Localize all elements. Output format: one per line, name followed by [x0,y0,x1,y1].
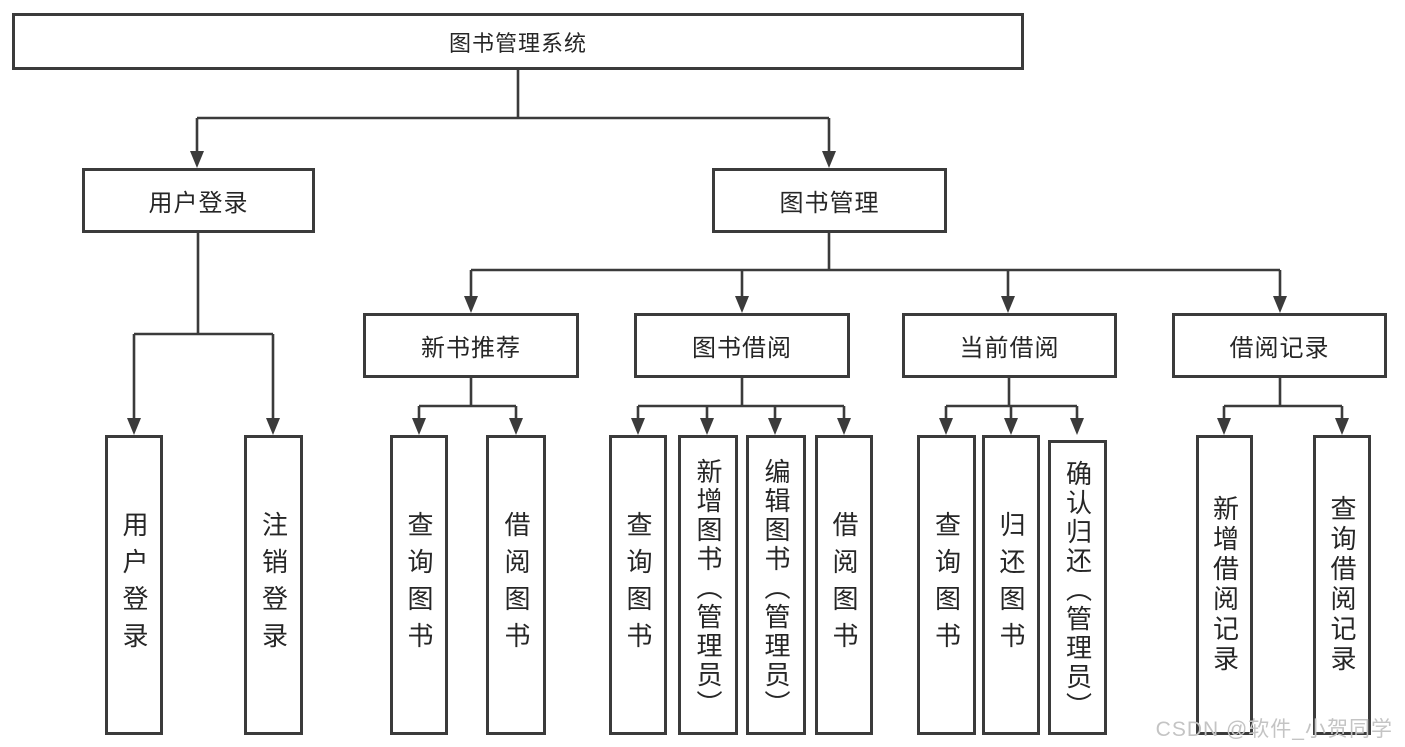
leaf-confirm-return-admin: 确认归还（管理员） [1048,440,1107,735]
leaf-edit-books-admin: 编辑图书（管理员） [746,435,806,735]
node-user-login: 用户登录 [82,168,315,233]
node-current-borrowing: 当前借阅 [902,313,1117,378]
leaf-add-books-admin: 新增图书（管理员） [678,435,738,735]
node-book-borrowing: 图书借阅 [634,313,850,378]
leaf-add-borrow-record: 新增借阅记录 [1196,435,1253,735]
csdn-watermark: CSDN @软件_小贺同学 [1155,718,1393,741]
node-new-book-recommend: 新书推荐 [363,313,579,378]
leaf-borrow-books-recommend: 借阅图书 [486,435,546,735]
leaf-borrow-books: 借阅图书 [815,435,873,735]
leaf-query-books-borrow: 查询图书 [609,435,667,735]
node-book-management: 图书管理 [712,168,947,233]
node-library-system: 图书管理系统 [12,13,1024,70]
leaf-logout: 注销登录 [244,435,303,735]
leaf-query-books-recommend: 查询图书 [390,435,448,735]
node-borrowing-records: 借阅记录 [1172,313,1387,378]
leaf-return-books: 归还图书 [982,435,1040,735]
leaf-user-login: 用户登录 [105,435,163,735]
arrowhead-icons [127,151,1349,435]
leaf-query-books-current: 查询图书 [917,435,976,735]
leaf-query-borrow-record: 查询借阅记录 [1313,435,1371,735]
